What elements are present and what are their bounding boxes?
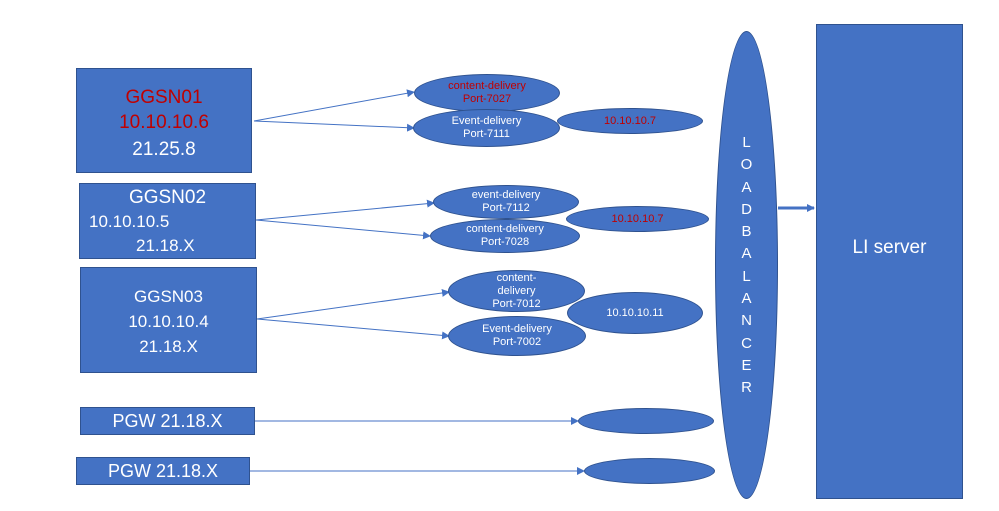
loadbalancer-letter: R [741,379,752,397]
li-server-box: LI server [816,24,963,499]
ggsn03-version: 21.18.X [139,337,198,356]
ggsn03-name: GGSN03 [134,287,203,306]
pgw-box-2: PGW 21.18.X [76,457,250,485]
loadbalancer-letter: E [741,356,752,374]
loadbalancer-letter: N [741,312,752,330]
ggsn02-event-line1: event-delivery [471,189,541,201]
ggsn02-event-line2: Port-7112 [482,202,530,214]
loadbalancer-letter: D [741,200,752,218]
ggsn03-ip-ellipse: 10.10.10.11 [567,292,703,334]
arrow-ggsn01-content [253,89,415,122]
ggsn03-content-line2: delivery [497,284,536,297]
loadbalancer-letter: L [742,267,751,285]
ggsn03-box: GGSN03 10.10.10.4 21.18.X [80,267,257,373]
arrow-ggsn03-content [256,289,450,320]
ggsn01-content-line1: content-delivery [448,80,526,92]
loadbalancer-letter: C [741,334,752,352]
li-server-label: LI server [852,237,927,258]
ggsn01-box: GGSN01 10.10.10.6 21.25.8 [76,68,252,173]
ggsn01-ip-label: 10.10.10.7 [604,114,656,127]
pgw-2-label: PGW 21.18.X [107,461,219,481]
arrow-ggsn02-event [255,199,435,221]
ggsn03-ip-label: 10.10.10.11 [606,306,664,319]
ggsn01-event-line2: Port-7111 [463,128,510,140]
ggsn03-event-delivery-ellipse: Event-delivery Port-7002 [448,316,586,356]
ggsn03-event-line1: Event-delivery [482,323,552,335]
ggsn01-name: GGSN01 [125,87,203,108]
ggsn02-ip-ellipse: 10.10.10.7 [566,206,709,232]
loadbalancer-letter: A [741,178,752,196]
loadbalancer-letter: B [741,223,752,241]
arrow-ggsn03-event [256,318,450,340]
ggsn01-event-line1: Event-delivery [451,115,522,127]
ggsn02-version: 21.18.X [136,236,195,255]
ggsn02-content-delivery-ellipse: content-delivery Port-7028 [430,219,580,253]
ggsn02-box: GGSN02 10.10.10.5 21.18.X [79,183,256,259]
ggsn02-name: GGSN02 [128,187,207,208]
pgw-2-target-ellipse [584,458,715,484]
loadbalancer-letter: A [741,245,752,263]
ggsn03-event-line2: Port-7002 [492,336,542,348]
loadbalancer-letter: L [742,134,751,151]
ggsn02-content-line1: content-delivery [466,223,544,235]
ggsn01-ip-ellipse: 10.10.10.7 [557,108,703,134]
ggsn02-ip-label: 10.10.10.7 [611,212,664,225]
ggsn01-content-line2: Port-7027 [462,93,512,105]
ggsn03-content-delivery-ellipse: content- delivery Port-7012 [448,270,585,312]
ggsn03-content-line1: content- [496,271,537,284]
ggsn01-event-delivery-ellipse: Event-delivery Port-7111 [413,109,560,147]
ggsn03-ip: 10.10.10.4 [128,312,209,331]
arrow-ggsn02-content [255,219,431,240]
ggsn01-content-delivery-ellipse: content-delivery Port-7027 [414,74,560,112]
loadbalancer-letter: A [741,290,752,308]
pgw-1-label: PGW 21.18.X [112,411,223,431]
ggsn03-content-line3: Port-7012 [492,297,541,310]
ggsn01-ip: 10.10.10.6 [119,112,209,133]
ggsn02-event-delivery-ellipse: event-delivery Port-7112 [433,185,579,219]
pgw-1-target-ellipse [578,408,714,434]
ggsn02-ip: 10.10.10.5 [89,212,170,231]
arrow-ggsn01-event [253,120,415,132]
ggsn01-version: 21.25.8 [132,139,196,160]
loadbalancer-letter: O [740,156,753,174]
ggsn02-content-line2: Port-7028 [480,236,530,248]
pgw-box-1: PGW 21.18.X [80,407,255,435]
